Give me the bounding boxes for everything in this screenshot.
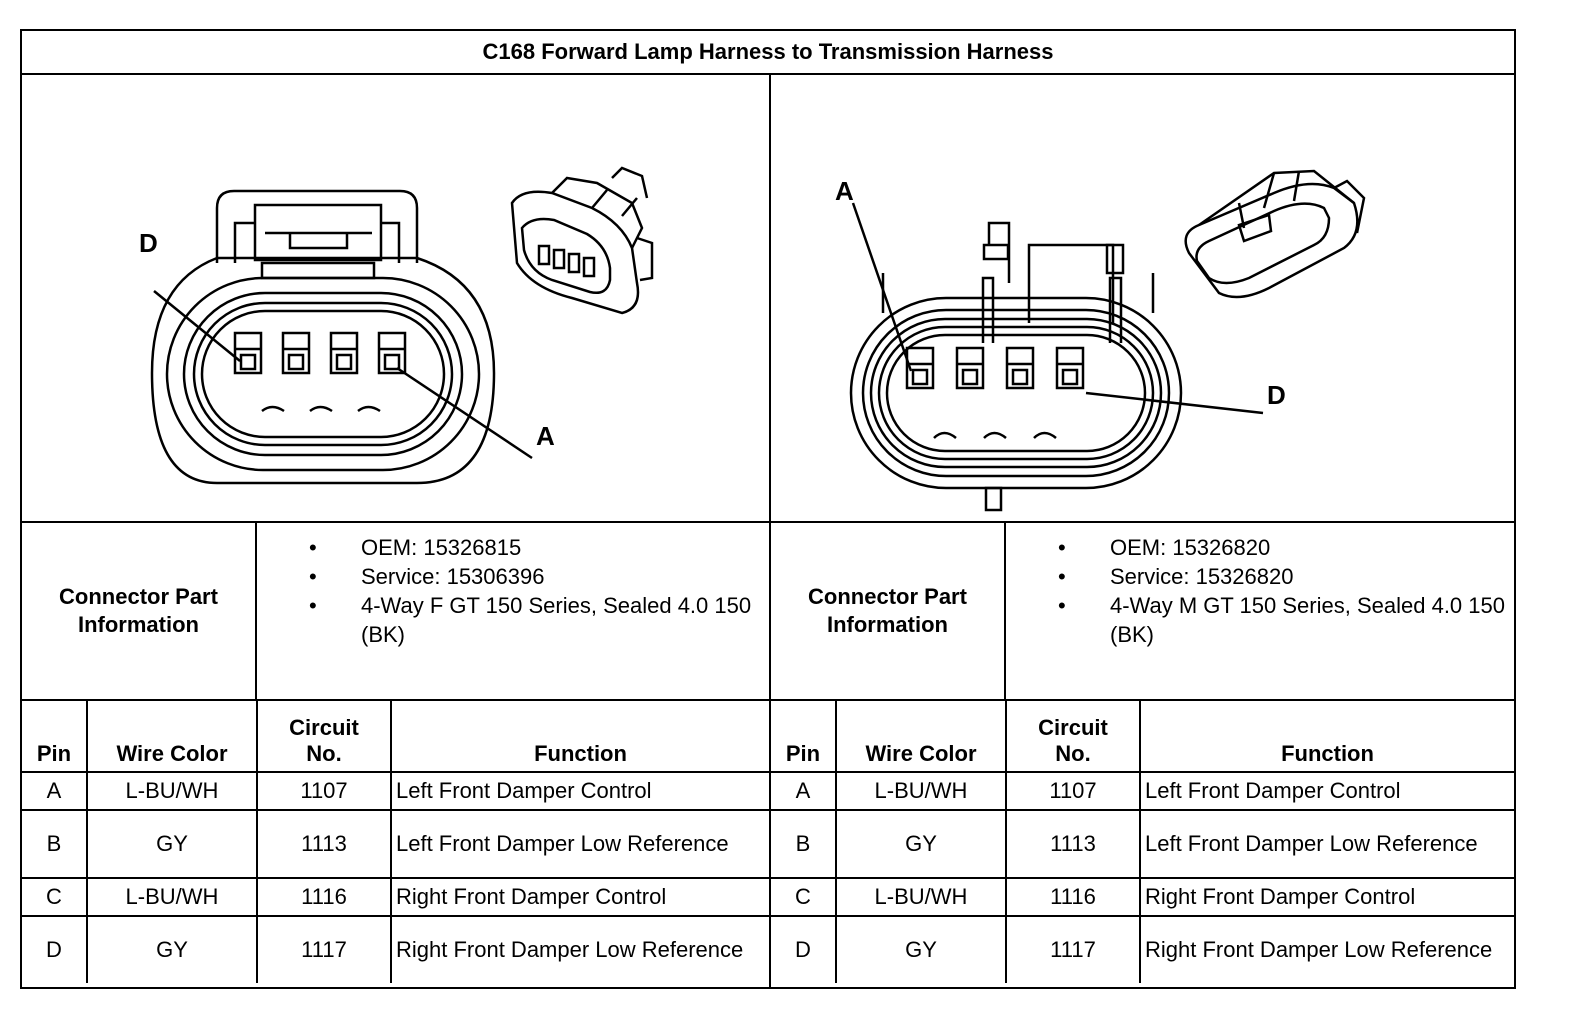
function-cell: Right Front Damper Control (1139, 877, 1514, 917)
terminal-cavity (905, 346, 935, 390)
circuit-cell: 1113 (1005, 809, 1141, 879)
wire-color-column-header: Wire Color (86, 701, 258, 773)
wire-color-cell: GY (86, 809, 258, 879)
sheet-title: C168 Forward Lamp Harness to Transmissio… (22, 31, 1514, 75)
callout-label-bottom: A (536, 421, 555, 451)
wire-color-cell: L-BU/WH (835, 877, 1007, 917)
terminal-contact (287, 353, 305, 371)
table-row: D GY 1117 Right Front Damper Low Referen… (771, 915, 1514, 983)
wire-color-cell: L-BU/WH (835, 771, 1007, 811)
wire-color-cell: L-BU/WH (86, 877, 258, 917)
table-row: C L-BU/WH 1116 Right Front Damper Contro… (771, 877, 1514, 917)
function-cell: Left Front Damper Low Reference (1139, 809, 1514, 879)
table-row: B GY 1113 Left Front Damper Low Referenc… (22, 809, 769, 879)
terminal-contact (961, 368, 979, 386)
circuit-cell: 1117 (1005, 915, 1141, 983)
male-terminal-cavities (905, 346, 1085, 390)
pin-cell: B (22, 809, 88, 879)
function-column-header: Function (1139, 701, 1514, 773)
part-information-list: OEM: 15326820 Service: 15326820 4-Way M … (1006, 533, 1508, 649)
pin-cell: A (22, 771, 88, 811)
connector-description: 4-Way M GT 150 Series, Sealed 4.0 150 (B… (1006, 591, 1508, 649)
connector-description: 4-Way F GT 150 Series, Sealed 4.0 150 (B… (257, 591, 763, 649)
pin-cell: D (22, 915, 88, 983)
terminal-contact (383, 353, 401, 371)
service-part-number: Service: 15326820 (1006, 562, 1508, 591)
pin-cell: B (771, 809, 837, 879)
terminal-contact (1061, 368, 1079, 386)
pin-cell: D (771, 915, 837, 983)
wire-color-cell: GY (835, 809, 1007, 879)
pin-column-header: Pin (771, 701, 837, 773)
wire-color-cell: GY (86, 915, 258, 983)
pin-cell: C (771, 877, 837, 917)
circuit-cell: 1116 (256, 877, 392, 917)
function-cell: Right Front Damper Low Reference (390, 915, 769, 983)
service-part-number: Service: 15306396 (257, 562, 763, 591)
wire-color-cell: L-BU/WH (86, 771, 258, 811)
terminal-cavity (329, 331, 359, 375)
terminal-cavity (233, 331, 263, 375)
pin-cell: A (771, 771, 837, 811)
female-terminal-cavities (233, 331, 407, 375)
terminal-cavity (955, 346, 985, 390)
circuit-cell: 1107 (1005, 771, 1141, 811)
male-connector-drawing: A D (771, 73, 1514, 523)
terminal-cavity (281, 331, 311, 375)
wire-color-cell: GY (835, 915, 1007, 983)
wire-color-column-header: Wire Color (835, 701, 1007, 773)
terminal-contact (239, 353, 257, 371)
pin-column-header: Pin (22, 701, 88, 773)
circuit-cell: 1117 (256, 915, 392, 983)
terminal-cavity (377, 331, 407, 375)
part-information-list: OEM: 15326815 Service: 15306396 4-Way F … (257, 533, 763, 649)
table-row: C L-BU/WH 1116 Right Front Damper Contro… (22, 877, 769, 917)
female-connector-drawing: D A (22, 73, 769, 523)
terminal-contact (911, 368, 929, 386)
function-cell: Right Front Damper Low Reference (1139, 915, 1514, 983)
pin-cell: C (22, 877, 88, 917)
table-row: D GY 1117 Right Front Damper Low Referen… (22, 915, 769, 983)
function-cell: Left Front Damper Low Reference (390, 809, 769, 879)
function-cell: Left Front Damper Control (390, 771, 769, 811)
function-cell: Left Front Damper Control (1139, 771, 1514, 811)
table-row: B GY 1113 Left Front Damper Low Referenc… (771, 809, 1514, 879)
terminal-contact (335, 353, 353, 371)
oem-part-number: OEM: 15326815 (257, 533, 763, 562)
terminal-cavity (1005, 346, 1035, 390)
callout-label-bottom: D (1267, 380, 1286, 410)
circuit-cell: 1113 (256, 809, 392, 879)
circuit-cell: 1116 (1005, 877, 1141, 917)
table-row: A L-BU/WH 1107 Left Front Damper Control (771, 771, 1514, 811)
connector-sheet: C168 Forward Lamp Harness to Transmissio… (20, 29, 1516, 989)
function-cell: Right Front Damper Control (390, 877, 769, 917)
oem-part-number: OEM: 15326820 (1006, 533, 1508, 562)
callout-label-top: D (139, 228, 158, 258)
terminal-cavity (1055, 346, 1085, 390)
terminal-contact (1011, 368, 1029, 386)
circuit-cell: 1107 (256, 771, 392, 811)
callout-label-top: A (835, 176, 854, 206)
function-column-header: Function (390, 701, 769, 773)
table-row: A L-BU/WH 1107 Left Front Damper Control (22, 771, 769, 811)
